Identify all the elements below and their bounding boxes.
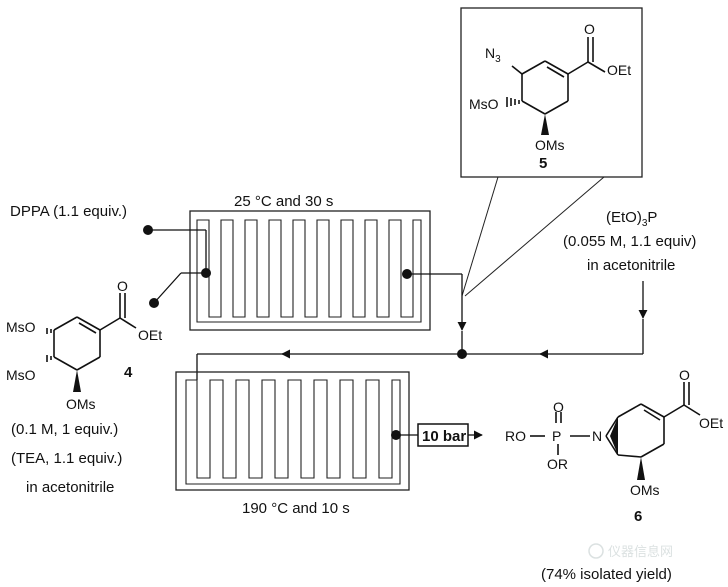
dppa-inlet [143, 225, 207, 273]
product-n-label: N [592, 428, 602, 444]
svg-text:仪器信息网: 仪器信息网 [608, 544, 673, 559]
product-number: 6 [634, 508, 642, 525]
reagent-dppa: DPPA (1.1 equiv.) [10, 203, 127, 220]
substrate-base: (TEA, 1.1 equiv.) [11, 450, 122, 467]
reagent-phosphite-conc: (0.055 M, 1.1 equiv) [563, 233, 696, 250]
reactor-1-outlet [402, 269, 467, 354]
reagent-phosphite-solvent: in acetonitrile [587, 257, 675, 274]
mixing-junction [196, 349, 467, 380]
substrate-solvent: in acetonitrile [26, 479, 114, 496]
product-oms-label: OMs [630, 482, 660, 498]
reagent-phosphite: (EtO)3P [606, 209, 657, 229]
substrate-4-structure [46, 293, 137, 392]
substrate-carbonyl-o: O [117, 278, 128, 294]
reactor-1-conditions: 25 °C and 30 s [234, 193, 333, 210]
intermediate-n3-label: N3 [485, 45, 501, 65]
substrate-mso-mid: MsO [6, 367, 36, 383]
phosphite-inlet [462, 281, 648, 359]
intermediate-mso-label: MsO [469, 96, 499, 112]
reactor-2 [175, 371, 410, 491]
product-po-label: O [553, 399, 564, 415]
product-6-structure [530, 382, 701, 480]
intermediate-oet-label: OEt [607, 62, 631, 78]
intermediate-oms-label: OMs [535, 137, 565, 153]
product-or-label: OR [547, 456, 568, 472]
product-p-label: P [552, 428, 561, 444]
substrate-oms: OMs [66, 396, 96, 412]
reactor-2-conditions: 190 °C and 10 s [242, 500, 350, 517]
substrate-oet: OEt [138, 327, 162, 343]
substrate-inlet [149, 268, 211, 308]
substrate-conc: (0.1 M, 1 equiv.) [11, 421, 118, 438]
reactor-1 [189, 210, 431, 331]
product-oet-label: OEt [699, 415, 723, 431]
product-carbonyl-o-label: O [679, 367, 690, 383]
watermark: 仪器信息网 [588, 543, 673, 559]
back-pressure-label: 10 bar [422, 428, 466, 445]
intermediate-5-structure [506, 37, 606, 135]
intermediate-5-box [460, 7, 643, 297]
substrate-number: 4 [124, 364, 133, 381]
substrate-mso-top: MsO [6, 319, 36, 335]
product-yield: (74% isolated yield) [541, 566, 672, 583]
reactor-2-outlet [391, 423, 483, 447]
intermediate-carbonyl-o-label: O [584, 21, 595, 37]
intermediate-number: 5 [539, 155, 547, 172]
product-ro-label: RO [505, 428, 526, 444]
